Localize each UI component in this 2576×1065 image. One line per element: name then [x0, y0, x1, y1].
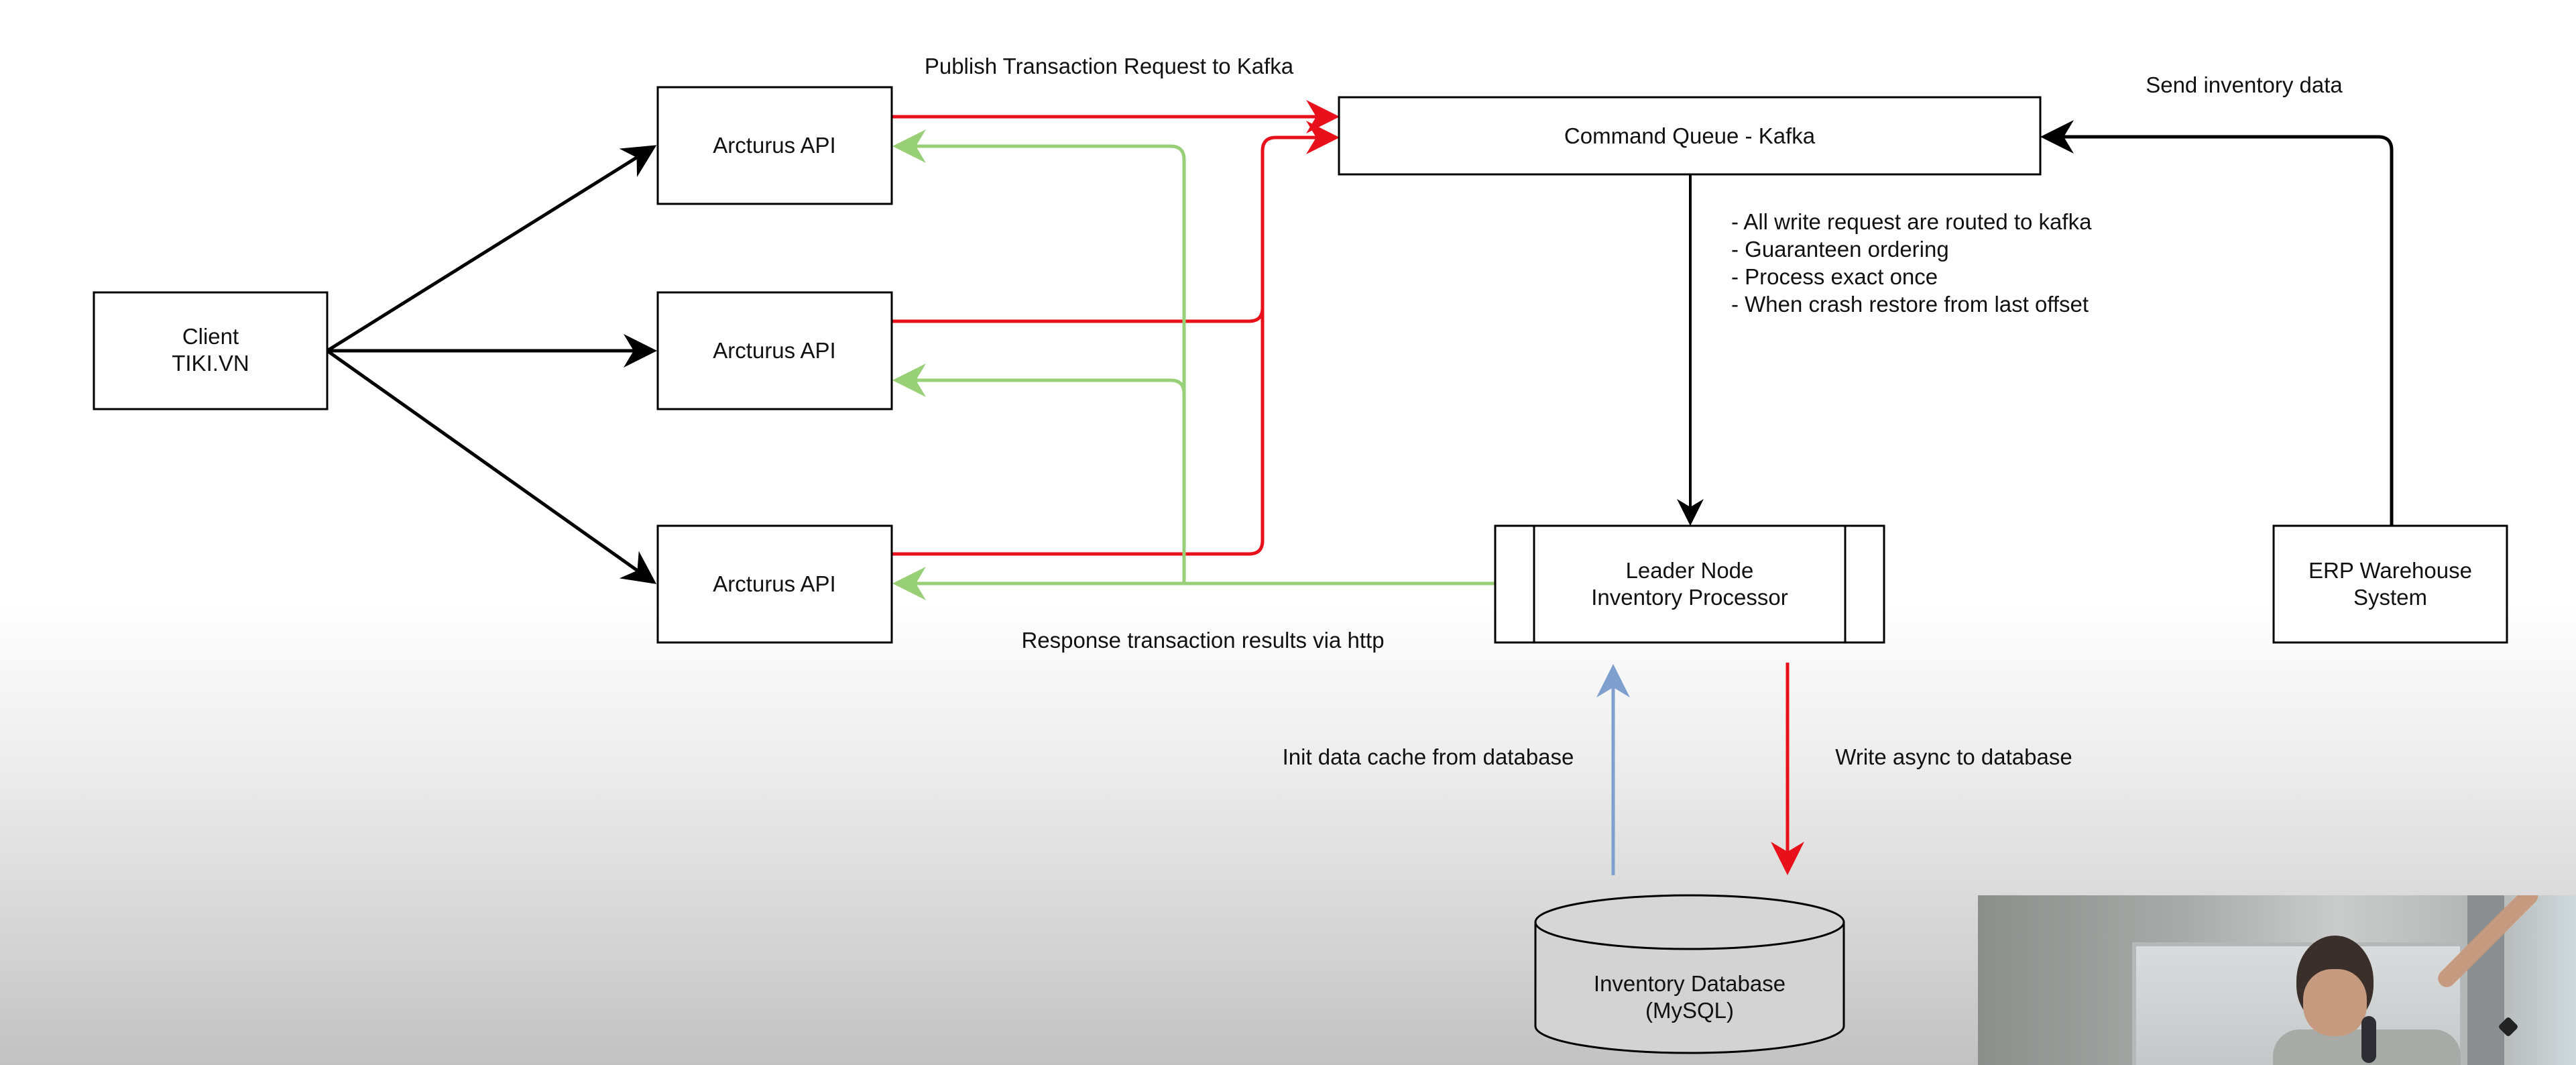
api-node-2[interactable]: Arcturus API [656, 291, 893, 410]
edge-api-3-kafka [892, 308, 1265, 556]
edge-leader-api-1 [892, 129, 1186, 583]
init-cache-label: Init data cache from database [1283, 744, 1574, 769]
client-node[interactable]: Client TIKI.VN [93, 291, 329, 410]
database-label-line2: (MySQL) [1645, 998, 1734, 1023]
kafka-note: - Guaranteen ordering [1731, 237, 1949, 262]
send-inventory-label: Send inventory data [2146, 72, 2343, 97]
response-edges [892, 129, 1495, 600]
edge-api-2-kafka [892, 121, 1340, 323]
api-1-label: Arcturus API [713, 133, 835, 158]
write-async-label: Write async to database [1835, 744, 2072, 769]
api-2-label: Arcturus API [713, 338, 835, 363]
kafka-notes: - All write request are routed to kafka … [1731, 209, 2092, 317]
erp-label-line2: System [2353, 585, 2427, 610]
microphone-icon [2361, 1016, 2376, 1063]
api-node-3[interactable]: Arcturus API [656, 524, 893, 644]
client-label-line2: TIKI.VN [172, 351, 249, 376]
edge-leader-api-2 [892, 363, 1186, 397]
publish-label: Publish Transaction Request to Kafka [925, 54, 1294, 78]
presenter-video-overlay [1978, 895, 2576, 1065]
erp-node[interactable]: ERP Warehouse System [2272, 524, 2508, 644]
command-queue-node[interactable]: Command Queue - Kafka [1338, 96, 2042, 176]
presenter-face [2303, 969, 2367, 1036]
leader-label-line1: Leader Node [1626, 558, 1754, 583]
client-label-line1: Client [182, 324, 239, 349]
edge-erp-kafka [2040, 120, 2394, 526]
erp-label-line1: ERP Warehouse [2308, 558, 2472, 583]
request-edges [892, 100, 1340, 556]
edge-client-api-3 [326, 349, 657, 584]
kafka-note: - Process exact once [1731, 264, 1938, 289]
command-queue-label: Command Queue - Kafka [1564, 123, 1816, 148]
database-node[interactable]: Inventory Database (MySQL) [1534, 894, 1845, 1054]
kafka-note: - All write request are routed to kafka [1731, 209, 2092, 234]
client-to-api-edges [326, 145, 657, 584]
edge-client-api-1 [326, 145, 657, 353]
kafka-note: - When crash restore from last offset [1731, 292, 2089, 317]
api-node-1[interactable]: Arcturus API [656, 86, 893, 205]
leader-label-line2: Inventory Processor [1591, 585, 1788, 610]
api-3-label: Arcturus API [713, 571, 835, 596]
database-label-line1: Inventory Database [1594, 971, 1785, 996]
response-label: Response transaction results via http [1021, 628, 1384, 653]
leader-node[interactable]: Leader Node Inventory Processor [1494, 524, 1885, 644]
